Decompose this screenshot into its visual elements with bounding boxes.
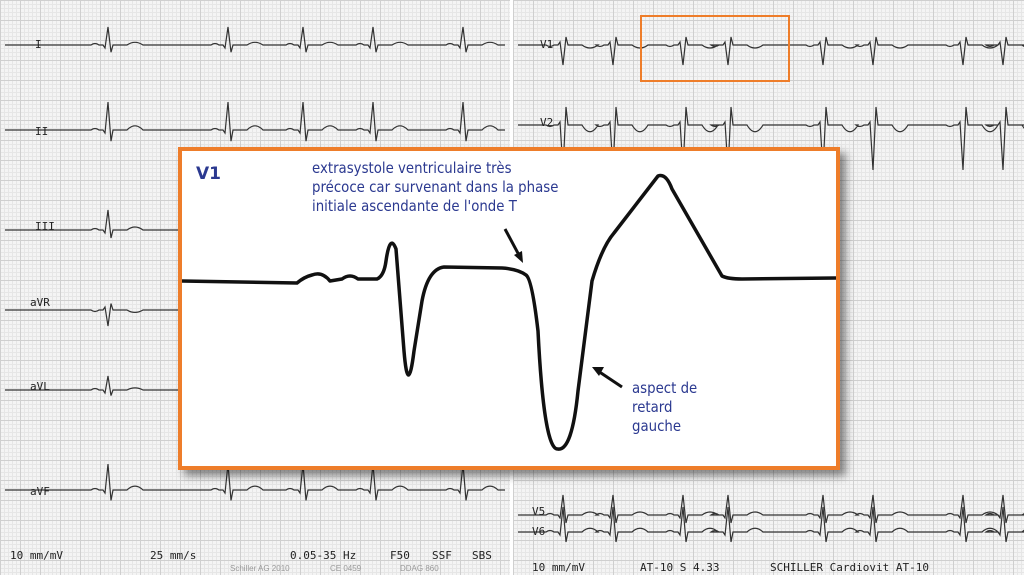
lead-label-v6: V6 <box>532 525 546 538</box>
f50-setting: F50 <box>390 549 410 562</box>
annotation-line: aspect de <box>632 379 698 397</box>
ecg-lead-trace <box>518 494 1024 524</box>
lead-label-v1: V1 <box>540 38 554 51</box>
ecg-lead-trace <box>518 36 1024 66</box>
v1-zoomed-trace <box>182 173 836 451</box>
filter-setting: 0.05-35 Hz <box>290 549 357 562</box>
lead-label-avr: aVR <box>30 296 50 309</box>
ecg-lead-trace <box>5 26 505 53</box>
gain-left: 10 mm/mV <box>10 549 63 562</box>
ecg-lead-trace <box>5 101 505 142</box>
lead-label-avl: aVL <box>30 380 50 393</box>
sbs-setting: SBS <box>472 549 492 562</box>
annotation-lbbb-aspect: aspect de retard gauche <box>632 379 697 436</box>
annotation-line: précoce car survenant dans la phase <box>312 178 559 196</box>
lead-label-v2: V2 <box>540 116 554 129</box>
ecg-lead-trace <box>518 106 1024 171</box>
lead-label-v5: V5 <box>532 505 546 518</box>
copyright-text: Schiller AG 2010 <box>230 564 290 573</box>
annotation-line: initiale ascendante de l'onde T <box>312 197 517 215</box>
annotation-line: retard <box>632 398 673 416</box>
v1-highlight-box <box>640 15 790 82</box>
device-info: AT-10 S 4.33 <box>640 561 720 574</box>
lead-label-i: I <box>35 38 42 51</box>
gain-right: 10 mm/mV <box>532 561 585 574</box>
annotation-line: extrasystole ventriculaire très <box>312 159 512 177</box>
lead-label-iii: III <box>35 220 55 233</box>
lead-label-ii: II <box>35 125 49 138</box>
annotation-line: gauche <box>632 417 682 435</box>
annotation-early-pvc: extrasystole ventriculaire très précoce … <box>312 159 558 216</box>
inset-lead-label: V1 <box>196 164 221 184</box>
v1-zoom-inset: V1 extrasystole ventriculaire très préco… <box>178 147 840 470</box>
lead-label-avf: aVF <box>30 485 50 498</box>
device-brand: SCHILLER Cardiovit AT-10 <box>770 561 929 574</box>
paper-speed: 25 mm/s <box>150 549 197 562</box>
ssf-setting: SSF <box>432 549 452 562</box>
ecg-lead-trace <box>518 506 1024 543</box>
ce-mark: CE 0459 <box>330 564 362 573</box>
device-code: DDAG 860 <box>400 564 439 573</box>
